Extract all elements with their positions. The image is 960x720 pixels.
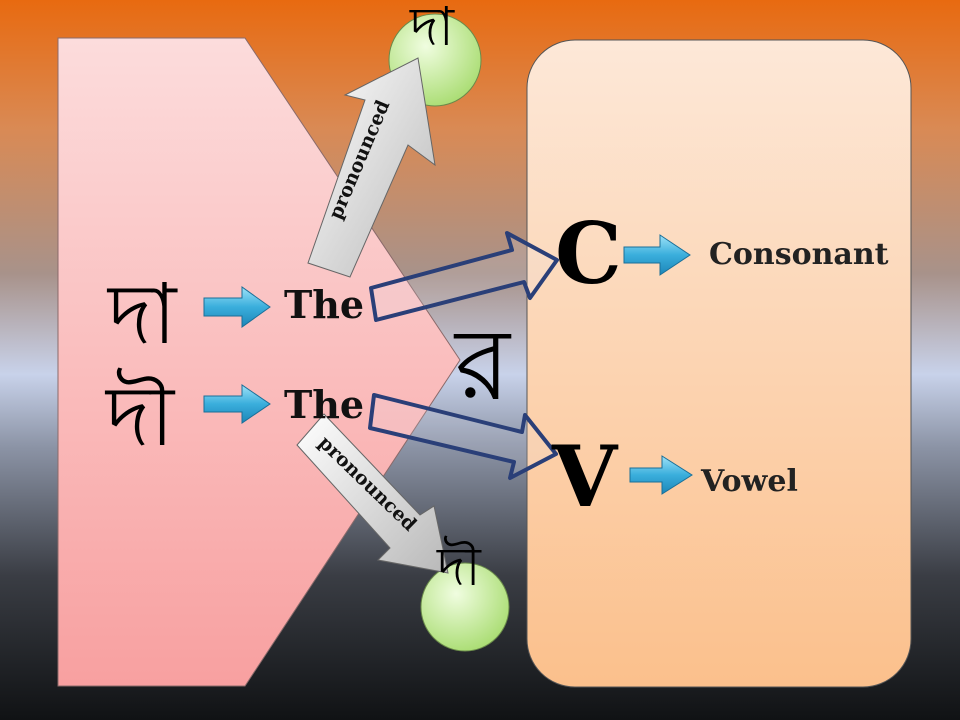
consonant-symbol: C xyxy=(555,204,622,303)
top-circle-letter: দা xyxy=(410,0,455,58)
pronounced-arrow-down xyxy=(296,413,449,574)
blue-arrow-4 xyxy=(629,455,693,495)
bottom-circle-letter: দৗ xyxy=(437,535,481,598)
right-panel xyxy=(526,39,912,688)
vowel-label: Vowel xyxy=(701,464,798,499)
word-the-1: The xyxy=(284,282,365,327)
letter-da: দা xyxy=(108,265,177,363)
outline-arrow-lower xyxy=(368,393,558,480)
center-letter-ra: র xyxy=(455,306,511,423)
blue-arrow-1 xyxy=(203,286,271,328)
word-the-2: The xyxy=(284,382,365,427)
pronounced-arrow-up xyxy=(307,57,436,278)
vowel-symbol: V xyxy=(552,427,618,526)
consonant-label: Consonant xyxy=(709,237,889,272)
letter-dau: দৗ xyxy=(106,367,175,465)
left-panel xyxy=(57,37,461,687)
outline-arrow-upper xyxy=(369,231,559,322)
blue-arrow-2 xyxy=(203,384,271,424)
bottom-circle xyxy=(420,562,510,652)
blue-arrow-3 xyxy=(623,234,691,276)
